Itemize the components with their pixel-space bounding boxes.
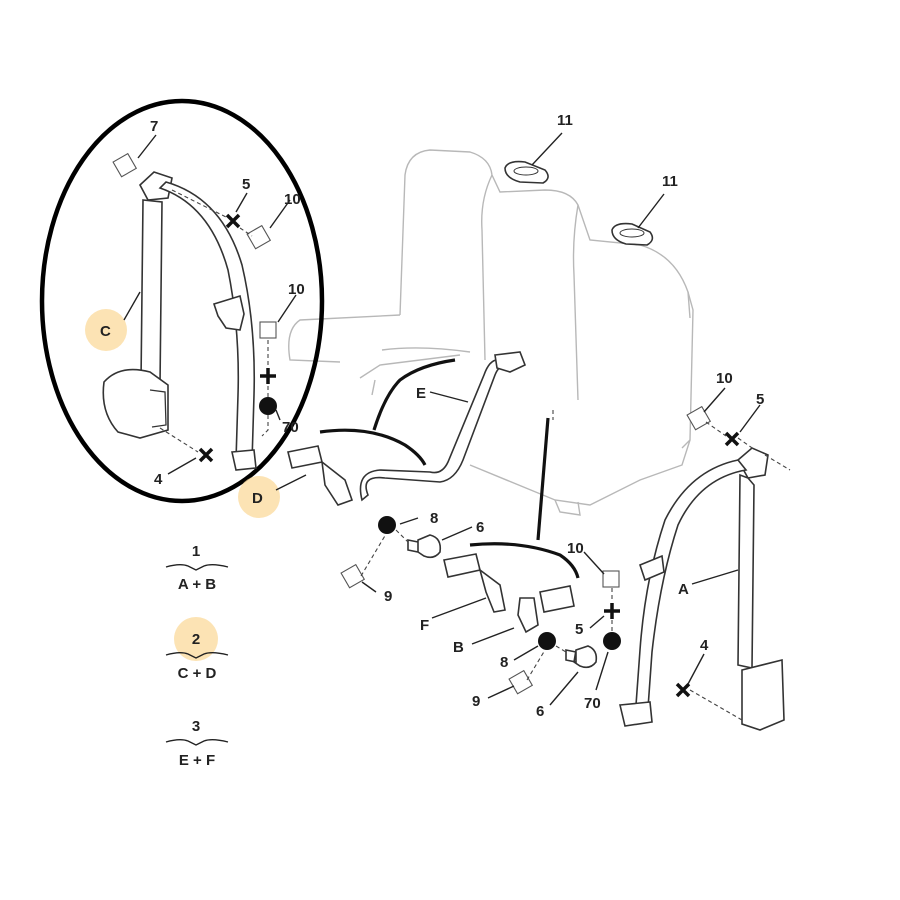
kit-1-bracket bbox=[165, 564, 229, 571]
label-b: B bbox=[453, 639, 464, 656]
washer-10a bbox=[246, 224, 272, 250]
highlight-d bbox=[238, 476, 280, 518]
label-8a: 8 bbox=[430, 510, 438, 527]
side-belt-c bbox=[102, 171, 257, 471]
label-5b: 5 bbox=[575, 621, 583, 638]
label-c: C bbox=[100, 323, 111, 340]
washer-10b bbox=[259, 321, 277, 339]
label-70a: 70 bbox=[282, 419, 299, 436]
leader-lines bbox=[123, 132, 761, 706]
label-10b: 10 bbox=[288, 281, 305, 298]
washer-7 bbox=[112, 152, 138, 178]
label-a: A bbox=[678, 581, 689, 598]
centre-belt-f bbox=[443, 417, 580, 634]
kit-3-bracket bbox=[165, 739, 229, 746]
label-9b: 9 bbox=[472, 693, 480, 710]
label-4a: 4 bbox=[154, 471, 163, 488]
label-6b: 6 bbox=[536, 703, 544, 720]
headrest-guide-left bbox=[504, 160, 549, 184]
kit-2-bracket bbox=[165, 652, 229, 659]
kit-3-number: 3 bbox=[192, 718, 200, 735]
label-70b: 70 bbox=[584, 695, 601, 712]
kit-1-parts: A + B bbox=[178, 576, 216, 593]
rear-seat bbox=[288, 149, 694, 516]
highlight-circle bbox=[39, 98, 325, 504]
label-4b: 4 bbox=[700, 637, 709, 654]
kit-3-parts: E + F bbox=[179, 752, 215, 769]
label-7: 7 bbox=[150, 118, 158, 135]
centre-belt-e bbox=[287, 351, 527, 506]
kit-1: 1 A + B bbox=[165, 543, 229, 593]
label-e: E bbox=[416, 385, 426, 402]
washer-10c bbox=[602, 570, 620, 588]
hardware bbox=[112, 152, 740, 698]
nut-70a bbox=[259, 397, 277, 415]
side-belt-a bbox=[619, 447, 785, 731]
kit-2: 2 C + D bbox=[165, 631, 229, 682]
label-10c: 10 bbox=[567, 540, 584, 557]
washer-9a bbox=[340, 563, 366, 589]
label-5a: 5 bbox=[242, 176, 250, 193]
nut-8a bbox=[378, 516, 396, 534]
label-f: F bbox=[420, 617, 429, 634]
label-11a: 11 bbox=[557, 112, 573, 129]
bolt-6b bbox=[565, 645, 598, 669]
bolt-cross bbox=[198, 213, 740, 698]
label-10d: 10 bbox=[716, 370, 733, 387]
label-5c: 5 bbox=[756, 391, 764, 408]
nut-70b bbox=[603, 632, 621, 650]
highlight-c bbox=[85, 309, 127, 351]
dashed-lines bbox=[159, 189, 791, 721]
label-9a: 9 bbox=[384, 588, 392, 605]
label-6a: 6 bbox=[476, 519, 484, 536]
label-10a: 10 bbox=[284, 191, 301, 208]
callout-labels: 7 5 10 10 70 4 C D E 11 11 8 6 9 F B 10 … bbox=[100, 112, 764, 720]
washer-9b bbox=[508, 669, 534, 695]
bolt-6a bbox=[407, 534, 442, 559]
kit-3: 3 E + F bbox=[165, 718, 229, 769]
label-11b: 11 bbox=[662, 173, 678, 190]
kit-legend: 1 A + B 2 C + D 3 E + F bbox=[165, 543, 229, 769]
kit-1-number: 1 bbox=[192, 543, 200, 560]
headrest-guide-right bbox=[611, 222, 654, 246]
kit-2-number: 2 bbox=[192, 631, 200, 648]
label-8b: 8 bbox=[500, 654, 508, 671]
nut-8b bbox=[538, 632, 556, 650]
label-d: D bbox=[252, 490, 263, 507]
kit-2-parts: C + D bbox=[178, 665, 217, 682]
highlight-kit-2 bbox=[174, 617, 218, 661]
